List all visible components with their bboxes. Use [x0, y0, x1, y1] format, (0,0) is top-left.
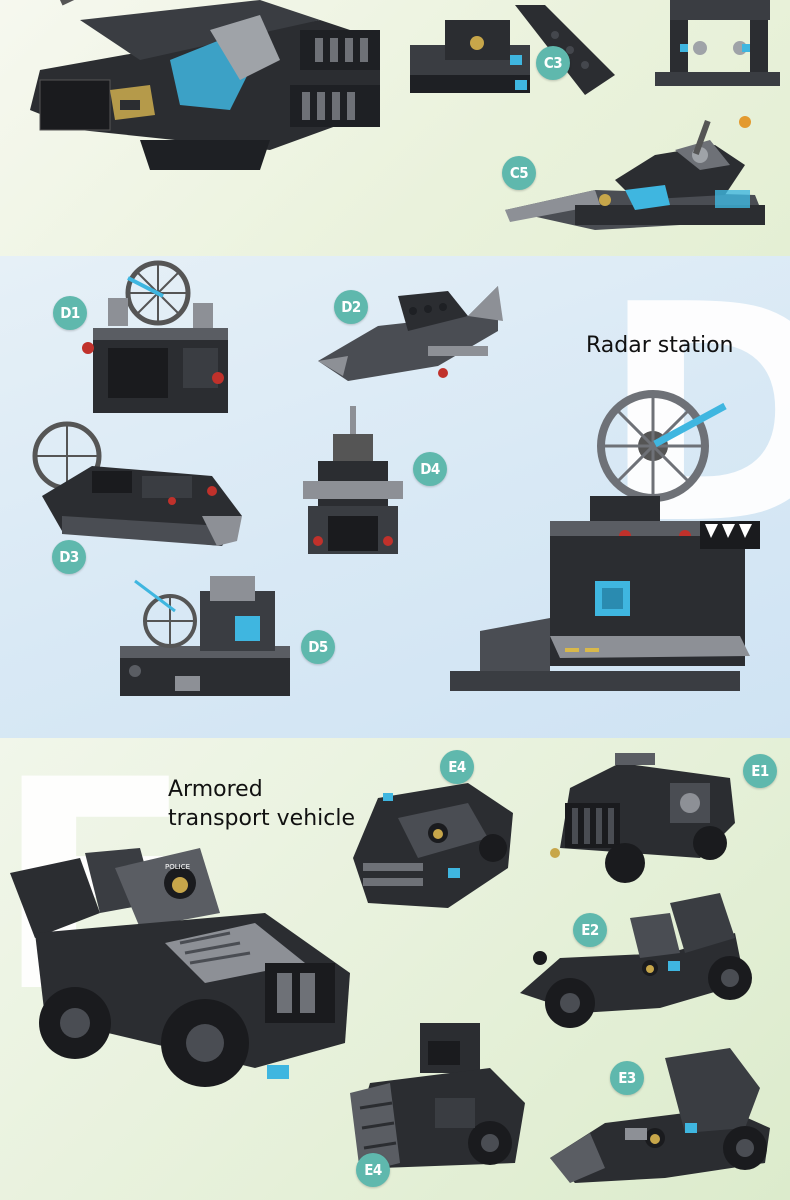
armored-caption-line2: transport vehicle	[168, 806, 355, 831]
panel-d-radar-station: D Radar station D1 D2	[0, 256, 790, 738]
c5-model-image	[505, 116, 765, 230]
badge-d2: D2	[334, 290, 368, 324]
c-main-vehicle-image	[30, 0, 380, 170]
panel-c-models: C3 C5	[0, 0, 790, 256]
d4-model-image	[303, 406, 403, 554]
armored-caption-line1: Armored	[168, 777, 263, 802]
badge-e3: E3	[610, 1061, 644, 1095]
badge-e4-top: E4	[440, 750, 474, 784]
d3-model-image	[32, 421, 242, 546]
d2-model-image	[318, 286, 503, 381]
e2-model-image	[520, 893, 752, 1028]
badge-d3: D3	[52, 540, 86, 574]
e1-model-image	[550, 753, 735, 883]
badge-c5: C5	[502, 156, 536, 190]
badge-e4-bottom: E4	[356, 1153, 390, 1187]
badge-d5: D5	[301, 630, 335, 664]
badge-d1: D1	[53, 296, 87, 330]
armored-vehicle-main-image: POLICE	[10, 848, 350, 1087]
c3-model-image	[410, 5, 615, 95]
radar-station-caption: Radar station	[586, 333, 734, 358]
e3-model-image	[550, 1048, 770, 1183]
e4-top-model-image	[353, 783, 513, 908]
c-frame-model-image	[655, 0, 780, 86]
e4-bottom-model-image	[350, 1023, 525, 1173]
badge-c3: C3	[536, 46, 570, 80]
radar-station-main-image	[450, 390, 760, 691]
badge-e2: E2	[573, 913, 607, 947]
police-emblem-text: POLICE	[165, 863, 190, 871]
badge-d4: D4	[413, 452, 447, 486]
badge-e1: E1	[743, 754, 777, 788]
panel-e-armored-transport: E Armored transport vehicle POLICE E4	[0, 738, 790, 1200]
d5-model-image	[120, 576, 290, 696]
d1-model-image	[82, 260, 228, 413]
